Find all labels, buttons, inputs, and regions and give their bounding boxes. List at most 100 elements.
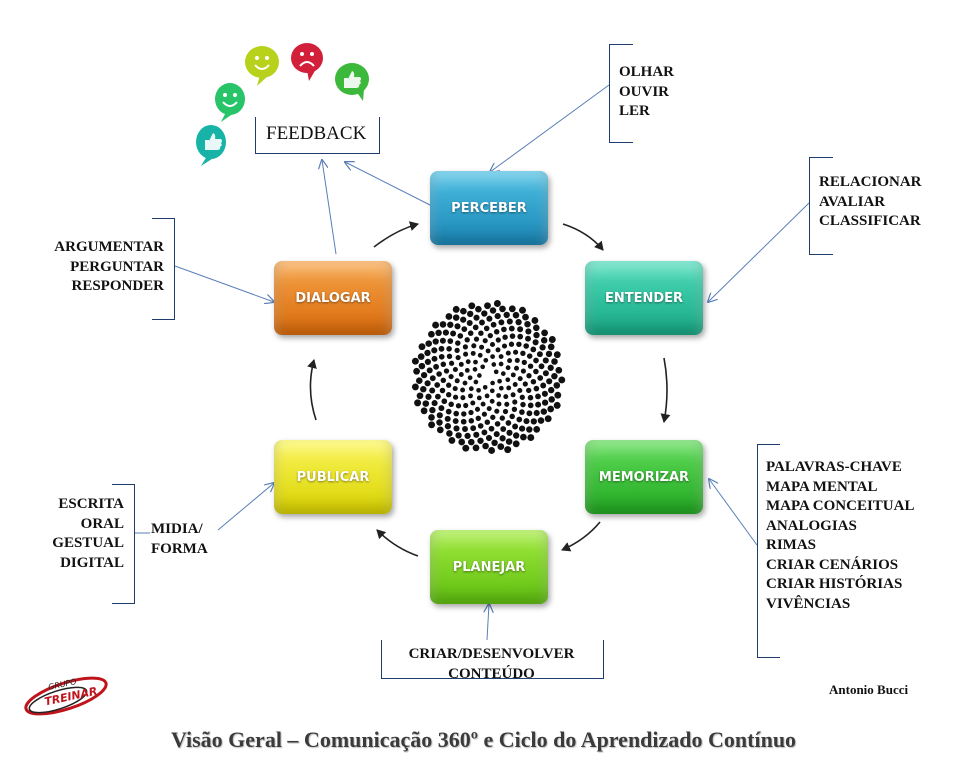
cycle-arrow-perceber-entender bbox=[562, 223, 604, 251]
sunflower-dot bbox=[476, 395, 482, 401]
sunflower-dot bbox=[498, 361, 504, 367]
sunflower-dot bbox=[519, 409, 525, 415]
sunflower-dot bbox=[517, 376, 523, 382]
sunflower-dot bbox=[486, 315, 493, 322]
step-planejar[interactable]: PLANEJAR bbox=[430, 530, 548, 604]
sunflower-dot bbox=[413, 367, 420, 375]
sunflower-dot bbox=[548, 336, 556, 343]
step-entender[interactable]: ENTENDER bbox=[585, 261, 703, 335]
sunflower-dot bbox=[468, 302, 476, 310]
sunflower-dot bbox=[514, 357, 520, 363]
step-publicar[interactable]: PUBLICAR bbox=[274, 440, 392, 514]
sunflower-dot bbox=[501, 343, 508, 349]
sunflower-dot bbox=[475, 415, 481, 421]
sunflower-dot bbox=[541, 390, 548, 397]
entender-notes: RELACIONAR AVALIAR CLASSIFICAR bbox=[819, 173, 922, 232]
step-perceber[interactable]: PERCEBER bbox=[430, 171, 548, 245]
sunflower-dot bbox=[470, 400, 476, 406]
sunflower-dot bbox=[445, 313, 453, 320]
sunflower-dot bbox=[424, 380, 431, 387]
note-forma: FORMA bbox=[151, 540, 208, 557]
sunflower-dot bbox=[464, 432, 471, 440]
sunflower-dot bbox=[463, 402, 469, 409]
sunflower-dot bbox=[514, 365, 519, 371]
sunflower-dot bbox=[436, 419, 443, 426]
planejar-notes: CRIAR/DESENVOLVER CONTEÚDO bbox=[381, 645, 602, 684]
sunflower-dot bbox=[446, 382, 452, 388]
sunflower-dot bbox=[448, 401, 454, 408]
sunflower-dot bbox=[526, 426, 533, 433]
sunflower-dot bbox=[442, 329, 449, 336]
sunflower-dot bbox=[499, 415, 505, 421]
sunflower-dot bbox=[493, 300, 501, 307]
sunflower-dot bbox=[541, 329, 548, 337]
note-palavras-chave: PALAVRAS-CHAVE bbox=[766, 459, 902, 475]
sunflower-dot bbox=[533, 357, 539, 364]
note-olhar: OLHAR bbox=[619, 64, 675, 80]
memorizar-notes: PALAVRAS-CHAVE MAPA MENTAL MAPA CONCEITU… bbox=[766, 458, 914, 614]
sunflower-dot bbox=[439, 321, 447, 328]
sunflower-dot bbox=[521, 359, 527, 366]
sunflower-dot bbox=[452, 305, 460, 313]
sunflower-dot bbox=[472, 367, 478, 372]
sunflower-dot bbox=[422, 400, 430, 407]
sunflower-dot bbox=[452, 394, 459, 400]
sunflower-dot bbox=[455, 340, 461, 346]
sunflower-dot bbox=[487, 332, 493, 339]
publicar-channels-bracket bbox=[112, 484, 135, 604]
sunflower-dot bbox=[460, 316, 467, 323]
sunflower-dot bbox=[473, 336, 480, 342]
publicar-channels-notes: ESCRITA ORAL GESTUAL DIGITAL bbox=[20, 495, 124, 573]
connector-dialogar-feedback bbox=[322, 160, 337, 255]
sunflower-dot bbox=[490, 354, 495, 359]
cycle-arrow-entender-memorizar bbox=[660, 357, 671, 423]
sunflower-dot bbox=[440, 377, 447, 384]
sunflower-dot bbox=[479, 344, 485, 350]
sunflower-dot bbox=[555, 366, 563, 374]
thumbs-up-teal-icon bbox=[196, 125, 226, 166]
sunflower-dot bbox=[473, 379, 479, 385]
sunflower-dot bbox=[455, 403, 462, 409]
step-dialogar[interactable]: DIALOGAR bbox=[274, 261, 392, 335]
sunflower-dot bbox=[509, 413, 515, 420]
sunflower-dot bbox=[510, 392, 516, 398]
note-gestual: GESTUAL bbox=[52, 535, 124, 551]
sunflower-dot bbox=[439, 387, 446, 394]
sunflower-dot bbox=[489, 307, 497, 314]
sunflower-dot bbox=[432, 321, 440, 329]
sunflower-dot bbox=[533, 409, 540, 417]
sunflower-dot bbox=[441, 398, 448, 405]
sunflower-dot bbox=[472, 324, 479, 331]
sunflower-dot bbox=[525, 335, 531, 342]
sunflower-dot bbox=[462, 344, 468, 350]
dialogar-notes-bracket bbox=[152, 218, 175, 320]
note-rimas: RIMAS bbox=[766, 537, 817, 553]
sunflower-dot bbox=[501, 326, 507, 333]
sunflower-dot bbox=[520, 433, 527, 441]
sunflower-dot bbox=[502, 334, 508, 340]
sunflower-dot bbox=[450, 330, 457, 337]
sunflower-dot bbox=[438, 345, 445, 352]
sunflower-dot bbox=[475, 305, 482, 313]
sunflower-dot bbox=[503, 394, 509, 400]
sunflower-dot bbox=[429, 406, 436, 414]
sunflower-dot bbox=[425, 340, 432, 347]
feedback-label: FEEDBACK bbox=[266, 123, 367, 144]
sunflower-dot bbox=[518, 425, 526, 432]
connector-argumentar-dialogar bbox=[174, 265, 274, 302]
sunflower-dot bbox=[527, 363, 534, 369]
sunflower-dot bbox=[440, 361, 447, 368]
perceber-notes: OLHAR OUVIR LER bbox=[619, 63, 674, 122]
sunflower-dot bbox=[446, 392, 452, 398]
sunflower-dot bbox=[520, 368, 526, 374]
sunflower-dot bbox=[542, 357, 549, 364]
sunflower-dot bbox=[461, 326, 468, 332]
sunflower-dot bbox=[547, 364, 554, 371]
sunflower-dot-pattern bbox=[411, 300, 566, 454]
planejar-notes-bracket bbox=[381, 640, 604, 679]
note-argumentar: ARGUMENTAR bbox=[54, 239, 164, 255]
sunflower-dot bbox=[481, 310, 488, 317]
sunflower-dot bbox=[526, 410, 533, 417]
step-memorizar[interactable]: MEMORIZAR bbox=[585, 440, 703, 514]
dialogar-notes: ARGUMENTAR PERGUNTAR RESPONDER bbox=[20, 238, 164, 297]
